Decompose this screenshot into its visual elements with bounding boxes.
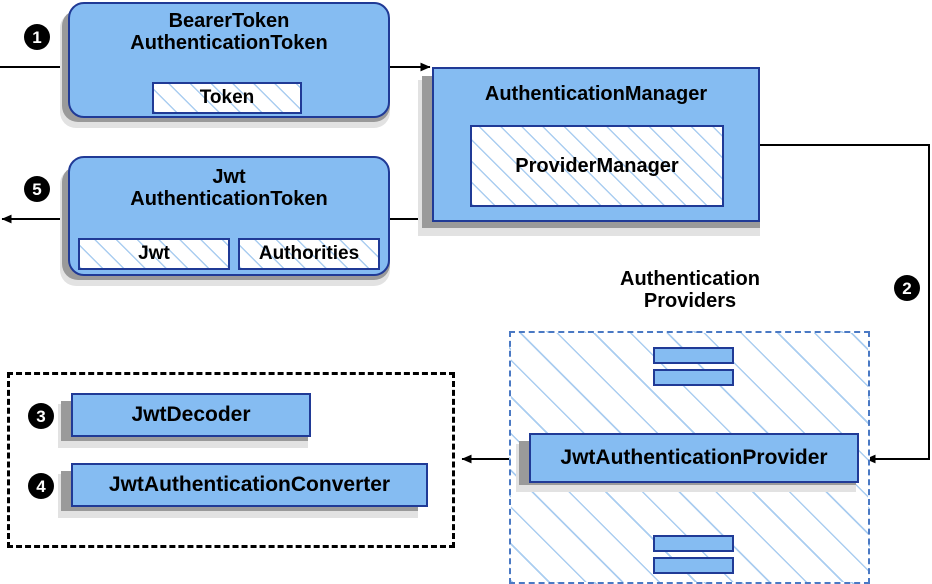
badge-step-4: 4 bbox=[28, 473, 54, 499]
badge-step-2: 2 bbox=[894, 275, 920, 301]
jwt-token-title: Jwt AuthenticationToken bbox=[130, 166, 328, 211]
provider-stub-bar-bottom-1 bbox=[653, 535, 734, 552]
provider-stub-bar-bottom-2 bbox=[653, 557, 734, 574]
bearer-token-inner-token: Token bbox=[152, 82, 302, 114]
jwt-authentication-converter-node[interactable]: JwtAuthenticationConverter bbox=[71, 463, 428, 507]
bearer-token-title: BearerToken AuthenticationToken bbox=[130, 10, 328, 55]
badge-step-5: 5 bbox=[24, 176, 50, 202]
authentication-manager-title: AuthenticationManager bbox=[484, 83, 708, 105]
authentication-manager-inner-provider-manager: ProviderManager bbox=[470, 125, 724, 207]
jwt-token-inner-authorities-label: Authorities bbox=[258, 243, 360, 264]
badge-step-4-label: 4 bbox=[36, 476, 46, 496]
authentication-providers-caption: Authentication Providers bbox=[620, 268, 760, 313]
bearer-token-authentication-token-node[interactable]: BearerToken AuthenticationToken Token bbox=[68, 2, 390, 118]
jwt-authentication-token-node[interactable]: Jwt AuthenticationToken Jwt Authorities bbox=[68, 156, 390, 276]
provider-manager-label: ProviderManager bbox=[515, 154, 679, 177]
jwt-token-inner-jwt: Jwt bbox=[78, 238, 230, 270]
jwt-authentication-converter-title: JwtAuthenticationConverter bbox=[108, 473, 391, 497]
jwt-decoder-title: JwtDecoder bbox=[131, 403, 251, 427]
jwt-authentication-provider-title: JwtAuthenticationProvider bbox=[560, 446, 828, 470]
jwt-authentication-provider-node[interactable]: JwtAuthenticationProvider bbox=[529, 433, 859, 483]
badge-step-5-label: 5 bbox=[32, 179, 42, 199]
badge-step-3: 3 bbox=[28, 403, 54, 429]
bearer-token-inner-token-label: Token bbox=[199, 87, 255, 108]
badge-step-1-label: 1 bbox=[32, 27, 42, 47]
authentication-manager-node[interactable]: AuthenticationManager ProviderManager bbox=[432, 67, 760, 222]
arrow-manager-to-provider bbox=[760, 144, 930, 464]
provider-stub-bar-top-1 bbox=[653, 347, 734, 364]
badge-step-3-label: 3 bbox=[36, 406, 46, 426]
provider-stub-bar-top-2 bbox=[653, 369, 734, 386]
jwt-decoder-node[interactable]: JwtDecoder bbox=[71, 393, 311, 437]
badge-step-2-label: 2 bbox=[902, 278, 912, 298]
jwt-token-inner-authorities: Authorities bbox=[238, 238, 380, 270]
jwt-token-inner-jwt-label: Jwt bbox=[138, 243, 170, 264]
badge-step-1: 1 bbox=[24, 24, 50, 50]
